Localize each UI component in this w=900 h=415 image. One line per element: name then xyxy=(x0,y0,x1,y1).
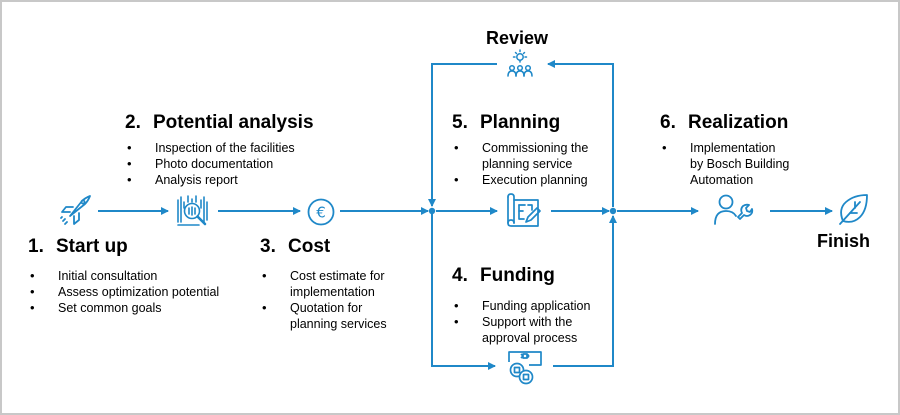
list-item: Assess optimization potential xyxy=(28,284,238,300)
list-item: Photo documentation xyxy=(125,156,325,172)
step-3-number: 3. xyxy=(260,236,276,257)
step-1-bullets: Initial consultation Assess optimization… xyxy=(28,268,238,316)
svg-text:€: € xyxy=(316,204,326,222)
step-6-name: Realization xyxy=(688,112,789,133)
list-item: Funding application xyxy=(452,298,612,314)
junction-left xyxy=(428,207,436,215)
step-2-bullets: Inspection of the facilities Photo docum… xyxy=(125,140,325,188)
step-1-number: 1. xyxy=(28,236,44,257)
list-item: Set common goals xyxy=(28,300,238,316)
junction-right xyxy=(609,207,617,215)
step-6-title: 6. Realization xyxy=(660,112,788,134)
step-5-title: 5. Planning xyxy=(452,112,560,134)
list-item: Commissioning the planning service xyxy=(452,140,612,172)
review-label: Review xyxy=(486,28,549,48)
review-loop-left xyxy=(428,63,497,207)
list-item: Support with the approval process xyxy=(452,314,612,346)
analysis-magnifier-icon xyxy=(177,195,208,226)
step-5-bullets: Commissioning the planning service Execu… xyxy=(452,140,612,188)
list-item: Analysis report xyxy=(125,172,325,188)
coins-icon xyxy=(508,351,542,385)
step-2-title: 2. Potential analysis xyxy=(125,112,314,134)
step-2-name: Potential analysis xyxy=(153,112,314,133)
step-4-bullets: Funding application Support with the app… xyxy=(452,298,612,346)
rocket-icon xyxy=(60,195,91,225)
step-4-title: 4. Funding xyxy=(452,265,555,287)
finish-label: Finish xyxy=(817,231,870,251)
step-4-name: Funding xyxy=(480,265,555,286)
step-5-name: Planning xyxy=(480,112,561,133)
list-item: Quotation for planning services xyxy=(260,300,400,332)
step-1-name: Start up xyxy=(56,236,128,257)
funding-loop-left xyxy=(431,211,496,370)
list-item: Cost estimate for implementation xyxy=(260,268,400,300)
list-item: Initial consultation xyxy=(28,268,238,284)
step-3-name: Cost xyxy=(288,236,331,257)
step-5-number: 5. xyxy=(452,112,468,133)
list-item: Inspection of the facilities xyxy=(125,140,325,156)
worker-wrench-icon xyxy=(714,194,754,225)
step-1-title: 1. Start up xyxy=(28,236,128,258)
step-4-number: 4. xyxy=(452,265,468,286)
step-6-bullets: Implementation by Bosch Building Automat… xyxy=(660,140,790,188)
euro-icon: € xyxy=(307,198,335,226)
step-3-bullets: Cost estimate for implementation Quotati… xyxy=(260,268,400,332)
review-loop-right xyxy=(547,60,614,207)
step-2-number: 2. xyxy=(125,112,141,133)
blueprint-icon xyxy=(507,193,541,227)
step-3-title: 3. Cost xyxy=(260,236,330,258)
list-item: Implementation by Bosch Building Automat… xyxy=(660,140,790,188)
leaf-icon xyxy=(839,194,868,225)
step-6-number: 6. xyxy=(660,112,676,133)
list-item: Execution planning xyxy=(452,172,612,188)
team-idea-icon xyxy=(507,49,533,77)
funding-loop-right xyxy=(553,215,617,367)
